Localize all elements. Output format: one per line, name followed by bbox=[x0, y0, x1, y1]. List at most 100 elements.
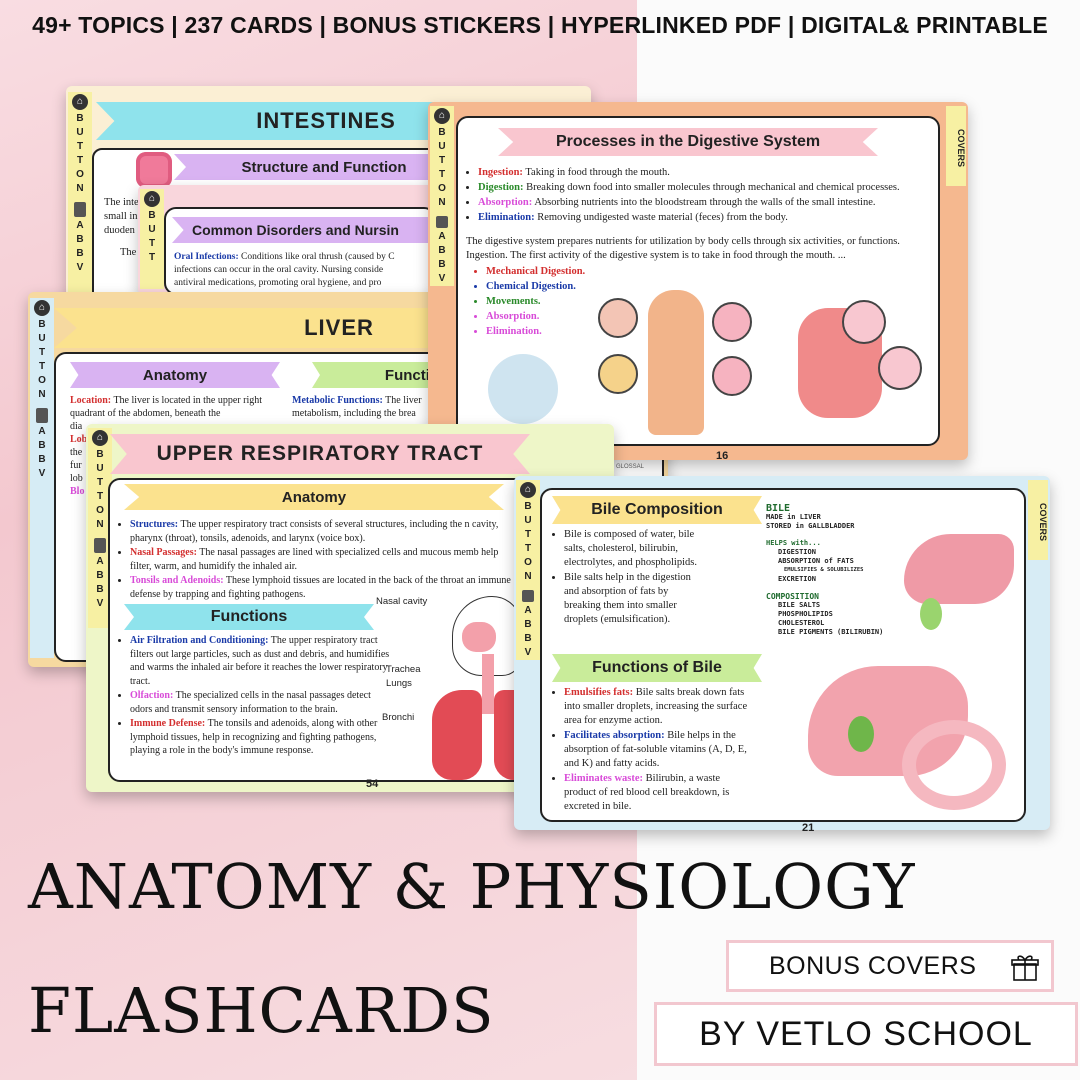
item-label: Eliminates waste: bbox=[564, 773, 644, 784]
digestive-title: Processes in the Digestive System bbox=[498, 128, 878, 156]
item-text: The specialized cells in the nasal passa… bbox=[130, 690, 371, 715]
gallbladder-sketch-illustration bbox=[920, 598, 942, 630]
item-text: The upper respiratory tract filters out … bbox=[130, 635, 390, 687]
page-number: 16 bbox=[716, 450, 729, 462]
tab-letter: O bbox=[438, 183, 446, 194]
organ-circle-icon bbox=[842, 300, 886, 344]
glossal-label: GLOSSAL bbox=[616, 464, 645, 470]
duodenum-illustration bbox=[902, 720, 1006, 810]
tab-letter: N bbox=[38, 389, 46, 400]
tab-letter: B bbox=[438, 245, 446, 256]
bile-function-item: Eliminates waste: Bilirubin, a waste pro… bbox=[564, 772, 748, 814]
tab-letter: U bbox=[148, 224, 156, 235]
tab-letter: O bbox=[38, 375, 46, 386]
tab-letter: A bbox=[76, 220, 84, 231]
digestive-item: Absorption: Absorbing nutrients into the… bbox=[478, 196, 936, 210]
document-icon[interactable] bbox=[94, 538, 106, 553]
gallbladder-illustration bbox=[848, 716, 874, 752]
resp-anatomy-item: Structures: The upper respiratory tract … bbox=[130, 518, 512, 545]
digestive-list-item: Elimination. bbox=[486, 325, 936, 339]
byline-button[interactable]: BY VETLO SCHOOL bbox=[654, 1002, 1078, 1066]
item-text: infections can occur in the oral cavity.… bbox=[174, 265, 384, 275]
side-tab[interactable]: ⌂ B U T T O N A B B V bbox=[516, 480, 540, 660]
page-number: 54 bbox=[366, 778, 379, 790]
tab-letter: U bbox=[76, 127, 84, 138]
tab-letter: N bbox=[96, 519, 104, 530]
byline-label: BY VETLO SCHOOL bbox=[699, 1014, 1033, 1053]
tab-letter: T bbox=[96, 491, 104, 502]
home-icon[interactable]: ⌂ bbox=[434, 108, 450, 124]
label-trachea: Trachea bbox=[386, 664, 421, 675]
item-text: Removing undigested waste material (fece… bbox=[537, 212, 788, 223]
item-label: Metabolic Functions: bbox=[292, 395, 383, 406]
bonus-covers-button[interactable]: BONUS COVERS bbox=[726, 940, 1054, 992]
tab-letter: A bbox=[96, 556, 104, 567]
tab-letter: B bbox=[76, 113, 84, 124]
side-tab[interactable]: ⌂ B U T T O N A B B V bbox=[430, 106, 454, 286]
side-tab[interactable]: ⌂ B U T T bbox=[140, 189, 164, 289]
bonus-covers-label: BONUS COVERS bbox=[769, 951, 977, 980]
item-label: Tonsils and Adenoids: bbox=[130, 575, 224, 586]
liver-sketch-illustration bbox=[904, 534, 1014, 604]
home-icon[interactable]: ⌂ bbox=[144, 191, 160, 207]
digestive-item: Digestion: Breaking down food into small… bbox=[478, 181, 936, 195]
item-label: Ingestion: bbox=[478, 167, 523, 178]
document-icon[interactable] bbox=[36, 408, 48, 423]
label-bronchi: Bronchi bbox=[382, 712, 415, 723]
lung-left bbox=[432, 690, 482, 780]
home-icon[interactable]: ⌂ bbox=[72, 94, 88, 110]
tab-letter: B bbox=[96, 449, 104, 460]
side-tab[interactable]: ⌂ B U T T O N A B B V bbox=[30, 298, 54, 658]
tab-letter: V bbox=[524, 647, 532, 658]
digestive-list-item: Movements. bbox=[486, 295, 936, 309]
bile-card: ⌂ B U T T O N A B B V COVERS Bile Compos… bbox=[514, 476, 1050, 834]
covers-tab[interactable]: COVERS bbox=[946, 106, 966, 186]
person-illustration bbox=[648, 290, 704, 435]
tab-letter: N bbox=[438, 197, 446, 208]
tab-letter: U bbox=[38, 333, 46, 344]
intestine-illustration bbox=[136, 152, 172, 188]
tab-letter: N bbox=[76, 183, 84, 194]
tab-letter: V bbox=[96, 598, 104, 609]
document-icon[interactable] bbox=[74, 202, 86, 217]
tab-letter: B bbox=[438, 127, 446, 138]
item-text: The liver is located in the upper right … bbox=[70, 395, 263, 419]
label-lungs: Lungs bbox=[386, 678, 412, 689]
disorders-content: Common Disorders and Nursin Oral Infecti… bbox=[164, 207, 436, 295]
covers-tab[interactable]: COVERS bbox=[1028, 480, 1048, 560]
item-text: Bile helps in the absorption of fat-solu… bbox=[564, 730, 747, 769]
body-text: The bbox=[120, 247, 137, 258]
tab-letter: U bbox=[96, 463, 104, 474]
gift-icon bbox=[1009, 951, 1041, 983]
resp-anatomy-item: Tonsils and Adenoids: These lymphoid tis… bbox=[130, 574, 512, 601]
item-text: fur bbox=[70, 460, 82, 471]
home-icon[interactable]: ⌂ bbox=[92, 430, 108, 446]
item-label: Air Filtration and Conditioning: bbox=[130, 635, 269, 646]
tab-letter: T bbox=[96, 477, 104, 488]
digestive-organs-illustration bbox=[488, 354, 558, 424]
home-icon[interactable]: ⌂ bbox=[34, 300, 50, 316]
tab-letter: T bbox=[76, 155, 84, 166]
tab-letter: N bbox=[524, 571, 532, 582]
item-label: Oral Infections: bbox=[174, 252, 239, 262]
tab-letter: T bbox=[38, 361, 46, 372]
tab-letter: B bbox=[438, 259, 446, 270]
digestive-list-item: Mechanical Digestion. bbox=[486, 265, 936, 279]
home-icon[interactable]: ⌂ bbox=[520, 482, 536, 498]
item-text: Conditions like oral thrush (caused by C bbox=[241, 252, 395, 262]
body-text: duoden bbox=[104, 225, 135, 236]
bile-bullet: Bile is composed of water, bile salts, c… bbox=[564, 528, 702, 570]
item-label: Digestion: bbox=[478, 182, 524, 193]
organ-circle-icon bbox=[598, 354, 638, 394]
tab-letter: A bbox=[38, 426, 46, 437]
side-tab[interactable]: ⌂ B U T T O N A B B V bbox=[68, 92, 92, 302]
document-icon[interactable] bbox=[522, 590, 534, 602]
tab-letter: A bbox=[438, 231, 446, 242]
resp-anatomy-item: Nasal Passages: The nasal passages are l… bbox=[130, 546, 512, 573]
document-icon[interactable] bbox=[436, 216, 448, 228]
structure-function-ribbon: Structure and Function bbox=[174, 154, 474, 180]
tab-letter: B bbox=[96, 584, 104, 595]
digestive-list-item: Chemical Digestion. bbox=[486, 280, 936, 294]
tab-letter: A bbox=[524, 605, 532, 616]
tab-letter: B bbox=[524, 633, 532, 644]
